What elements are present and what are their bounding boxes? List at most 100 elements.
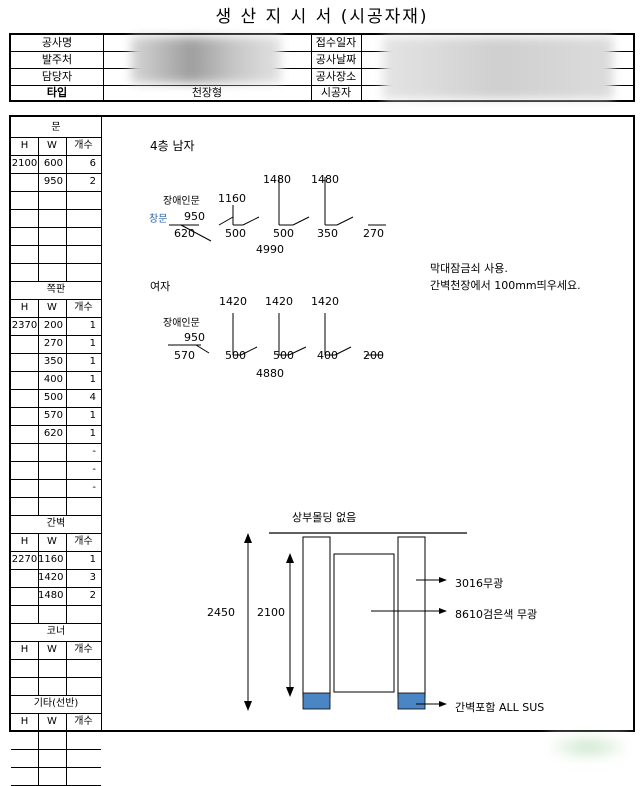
redacted-right bbox=[383, 37, 613, 99]
table-row-w: 270 bbox=[43, 338, 63, 349]
other-col-h: H bbox=[20, 716, 29, 727]
table-row-count: 1 bbox=[89, 410, 96, 421]
table-row-count: 1 bbox=[89, 356, 96, 367]
female-panel-2: 500 bbox=[225, 349, 246, 362]
label-type: 타입 bbox=[46, 86, 68, 99]
male-door-width: 950 bbox=[184, 210, 205, 223]
female-accessible-label: 장애인문 bbox=[163, 318, 200, 329]
title-main: 생 산 지 시 서 bbox=[215, 7, 334, 27]
partition-col-count: 개수 bbox=[74, 536, 93, 547]
panel-col-h: H bbox=[20, 302, 29, 313]
table-row-count: 4 bbox=[89, 392, 96, 403]
other-col-count: 개수 bbox=[74, 716, 93, 727]
callout-8610: 8610검은색 무광 bbox=[455, 608, 538, 621]
female-title: 여자 bbox=[150, 280, 171, 293]
table-row-w: 620 bbox=[43, 428, 63, 439]
label-client: 발주처 bbox=[41, 53, 73, 66]
male-panel-2: 500 bbox=[225, 227, 246, 240]
panel-col-w: W bbox=[47, 302, 57, 313]
male-panel-4: 350 bbox=[317, 227, 338, 240]
note-ceiling-gap: 간벽천장에서 100mm띄우세요. bbox=[430, 279, 581, 292]
male-panel-3: 500 bbox=[273, 227, 294, 240]
table-row-count: - bbox=[92, 482, 96, 493]
partition-col-w: W bbox=[47, 536, 57, 547]
table-row-count: 1 bbox=[89, 374, 96, 385]
table-row-h: 2270 bbox=[11, 554, 38, 565]
panel-col-count: 개수 bbox=[74, 302, 93, 313]
female-panel-1: 570 bbox=[174, 349, 195, 362]
table-row-count: 1 bbox=[89, 320, 96, 331]
table-row-count: 1 bbox=[89, 554, 96, 565]
door-col-count: 개수 bbox=[74, 140, 93, 151]
male-plan-line-10 bbox=[336, 216, 354, 226]
dim-door-arrow-top bbox=[286, 553, 294, 563]
table-row-w: 1480 bbox=[38, 590, 64, 601]
table-row-h: 2100 bbox=[11, 158, 38, 169]
male-plan-line-4 bbox=[242, 216, 260, 226]
dim-door-arrow-bottom bbox=[286, 687, 294, 697]
layout-drawing bbox=[168, 177, 467, 711]
callout-3016: 3016무광 bbox=[455, 577, 504, 590]
table-row-count: 1 bbox=[89, 428, 96, 439]
table-row-w: 200 bbox=[43, 320, 63, 331]
table-row-count: 2 bbox=[89, 176, 96, 187]
door-heading: 문 bbox=[51, 122, 61, 133]
table-row-w: 350 bbox=[43, 356, 63, 367]
scan-mark bbox=[548, 736, 628, 758]
left-leg-foot bbox=[302, 692, 331, 710]
female-plan-line-7 bbox=[288, 346, 307, 356]
type-value: 천장형 bbox=[191, 86, 223, 99]
male-plan-line-0 bbox=[180, 224, 212, 242]
other-heading: 기타(선반) bbox=[33, 698, 79, 709]
male-partition-2: 1480 bbox=[311, 173, 339, 186]
header-table: 공사명 발주처 담당자 타입 천장형 접수일자 공사날짜 공사장소 시공자 bbox=[9, 33, 635, 102]
table-row-w: 950 bbox=[43, 176, 63, 187]
male-title: 4층 남자 bbox=[150, 139, 195, 153]
table-row-w: 1420 bbox=[38, 572, 64, 583]
corner-col-count: 개수 bbox=[74, 644, 93, 655]
male-plan-line-7 bbox=[292, 216, 310, 226]
table-row-w: 400 bbox=[43, 374, 63, 385]
table-row-h: 2370 bbox=[11, 320, 38, 331]
female-door-width: 950 bbox=[184, 331, 205, 344]
male-window-label: 창문 bbox=[149, 214, 168, 225]
elevation-door-height: 2100 bbox=[257, 606, 285, 619]
female-partition-1: 1420 bbox=[219, 295, 247, 308]
table-row-w: 1160 bbox=[38, 554, 64, 565]
table-row-count: 2 bbox=[89, 590, 96, 601]
male-total: 4990 bbox=[256, 243, 284, 256]
table-row-w: 600 bbox=[43, 158, 63, 169]
corner-heading: 코너 bbox=[46, 626, 66, 637]
corner-col-h: H bbox=[20, 644, 29, 655]
male-plan-line-1 bbox=[218, 216, 234, 226]
other-col-w: W bbox=[47, 716, 57, 727]
title-tail: 자재) bbox=[384, 7, 429, 27]
male-panel-1: 620 bbox=[174, 227, 195, 240]
note-lock: 막대잠금쇠 사용. bbox=[430, 262, 508, 275]
panel-heading: 쪽판 bbox=[46, 284, 66, 295]
table-row-count: 6 bbox=[89, 158, 96, 169]
partition-heading: 간벽 bbox=[46, 518, 66, 529]
table-row-count: 3 bbox=[89, 572, 96, 583]
female-panel-5: 200 bbox=[363, 349, 384, 362]
female-plan-line-4 bbox=[240, 346, 258, 356]
table-row-count: 1 bbox=[89, 338, 96, 349]
elevation-top-note: 상부몰딩 없음 bbox=[292, 511, 357, 524]
female-plan-line-10 bbox=[334, 346, 352, 356]
leader-3016-arrow bbox=[439, 577, 447, 583]
right-partition bbox=[397, 536, 426, 698]
door-col-w: W bbox=[47, 140, 57, 151]
dim-total-arrow-bottom bbox=[244, 701, 252, 711]
label-project-name: 공사명 bbox=[41, 36, 73, 49]
female-partition-3: 1420 bbox=[311, 295, 339, 308]
label-manager: 담당자 bbox=[41, 70, 73, 83]
leader-sus-arrow bbox=[439, 701, 447, 707]
elevation-total-height: 2450 bbox=[207, 606, 235, 619]
label-work-location: 공사장소 bbox=[315, 70, 357, 83]
door-col-h: H bbox=[20, 140, 29, 151]
title-circled-wrap: (시공 bbox=[340, 7, 385, 27]
redacted-left bbox=[131, 37, 281, 83]
label-work-date: 공사날짜 bbox=[315, 53, 357, 66]
